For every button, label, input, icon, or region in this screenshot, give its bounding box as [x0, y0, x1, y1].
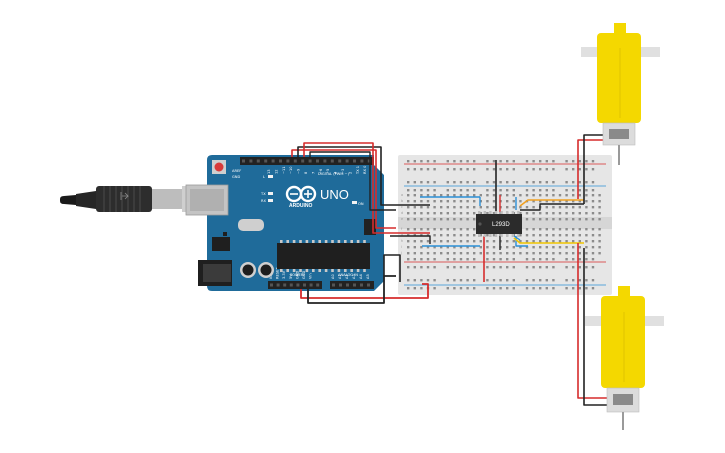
- wire-orange-motor1: [519, 199, 584, 207]
- l-label: L: [263, 175, 265, 179]
- pin-label: A4: [359, 274, 363, 279]
- dc-gear-motor-icon[interactable]: [585, 286, 664, 430]
- digital-section-label: DIGITAL (PWM ~): [318, 172, 350, 176]
- pin-label: A2: [345, 274, 349, 279]
- wire-black-gnd-breadboard: [307, 275, 396, 304]
- wire-black-motor1-b: [520, 203, 584, 211]
- row-letter: e: [401, 217, 403, 221]
- wire-red-motor1-lead: [577, 139, 606, 199]
- pin-label: RESET: [276, 267, 280, 279]
- uno-logo-text: UNO: [320, 187, 349, 202]
- power-header-holes: [270, 283, 320, 287]
- wire-black-motor1-lead: [583, 134, 604, 204]
- wire-black-gnd-rail: [383, 254, 401, 282]
- pin-label: RX 0: [363, 165, 367, 174]
- row-letter: c: [401, 205, 403, 209]
- aref-label: AREF: [232, 169, 241, 173]
- chip-label: L293D: [492, 222, 510, 228]
- pin-label: 5V: [289, 274, 293, 279]
- analog-header: [330, 281, 374, 289]
- pin-label: GND: [295, 271, 299, 279]
- row-letter: b: [401, 199, 403, 203]
- power-section-label: POWER: [290, 273, 304, 277]
- pin-label: A1: [338, 274, 342, 279]
- row-letter: h: [401, 239, 403, 243]
- arduino-brand-text: ARDUINO: [289, 203, 312, 209]
- pin-label: A3: [352, 274, 356, 279]
- l-led: [268, 175, 273, 178]
- atmega-chip: [277, 243, 370, 269]
- dc-gear-motor-icon[interactable]: [581, 23, 660, 165]
- tx-label: TX: [260, 192, 266, 196]
- wire-red-d9: [291, 149, 396, 229]
- wire-red-d11: [303, 142, 430, 234]
- pin-label: ~5: [326, 169, 330, 174]
- usb-cable-icon: [60, 186, 190, 212]
- pin-label: Vin: [309, 273, 313, 279]
- pin-label: GND: [302, 271, 306, 279]
- pin-label: A5: [366, 274, 370, 279]
- gnd-label: GND: [232, 175, 240, 179]
- on-label: ON: [358, 202, 364, 206]
- crystal: [238, 219, 264, 231]
- wire-red-5v-breadboard: [300, 283, 429, 299]
- row-letter: d: [401, 211, 403, 215]
- wire-blue-yellow-join: [513, 235, 521, 241]
- pin-label: ~3: [341, 169, 345, 174]
- pin-label: 13: [267, 169, 271, 174]
- pin-label: 12: [274, 169, 278, 174]
- pin-label: ~6: [319, 168, 323, 174]
- voltage-regulator: [212, 237, 230, 251]
- pin-label: TX 1: [356, 166, 360, 175]
- pin-label: ~10: [289, 166, 293, 174]
- pin-label: 2: [348, 172, 352, 174]
- rx-label: RX: [261, 199, 266, 203]
- analog-header-holes: [332, 283, 370, 287]
- arduino-infinity-logo-icon: [285, 185, 317, 203]
- row-letter: f: [401, 227, 403, 231]
- pin-label: ~9: [297, 168, 301, 174]
- wire-red-motor2-lead: [577, 243, 612, 399]
- analog-section-label: ANALOG IN: [338, 273, 358, 277]
- pin-label: A0: [331, 274, 335, 279]
- pin-label: 4: [334, 171, 338, 174]
- row-letter: a: [401, 193, 403, 197]
- pin-label: 8: [304, 171, 308, 174]
- row-letter: g: [401, 233, 403, 237]
- digital-header: [240, 157, 374, 165]
- row-letter: i: [401, 245, 402, 249]
- rx-led: [268, 199, 273, 202]
- l293d-motor-driver-chip[interactable]: L293D: [476, 211, 522, 237]
- pin-label: 3.3V: [282, 270, 286, 279]
- wire-black-d6: [309, 151, 396, 211]
- wire-black-d10: [297, 146, 430, 206]
- on-led: [352, 201, 357, 204]
- tx-led: [268, 192, 273, 195]
- power-header: [268, 281, 322, 289]
- wire-yellow-motor2: [513, 237, 584, 244]
- wires: [291, 134, 612, 406]
- wire-black-motor2-lead: [583, 248, 612, 406]
- pin-label: ~11: [282, 166, 286, 174]
- wire-black-enable: [390, 235, 431, 244]
- pin-label: 7: [311, 172, 315, 174]
- row-letter: j: [400, 251, 402, 255]
